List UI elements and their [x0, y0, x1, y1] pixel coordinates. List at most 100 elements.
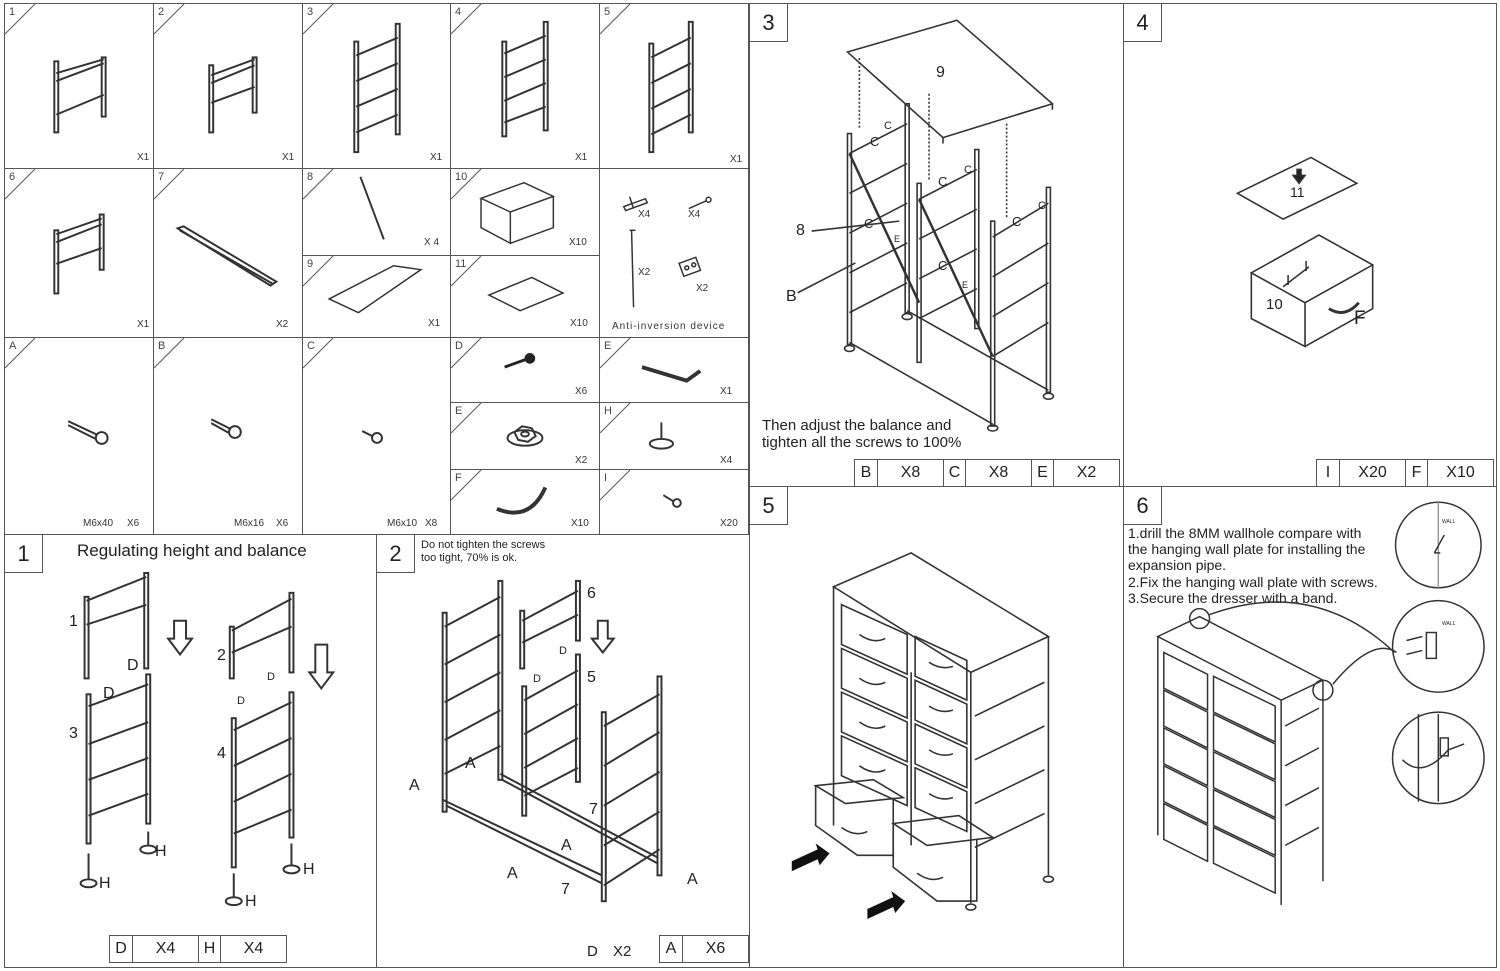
step-note-line-1: Do not tighten the screws [421, 539, 546, 551]
hardware-code: C [307, 340, 315, 352]
foot-label: H [303, 861, 315, 878]
screw-label: C [938, 258, 948, 273]
anti-inversion-panel: X4 X4 X2 X2 Anti-inversion device [599, 168, 749, 338]
nut-label: E [962, 280, 969, 290]
part-qty: X1 [137, 152, 150, 163]
corner-tick [450, 402, 482, 434]
part-qty: X2 [276, 319, 289, 330]
corner-tick [599, 3, 631, 35]
corner-tick [302, 168, 334, 200]
step-title: Regulating height and balance [77, 541, 307, 560]
hardware-qty: X4 [720, 455, 733, 466]
corner-tick [4, 337, 36, 369]
hardware-code-cell: F [1405, 460, 1427, 486]
hardware-qty-cell: X8 [965, 460, 1031, 486]
part-label: 3 [69, 725, 78, 742]
hardware-C-panel: C M6x10 X8 [302, 337, 451, 535]
corner-tick [302, 337, 334, 369]
part-label: 5 [587, 669, 596, 686]
screw-label: D [237, 695, 245, 707]
hardware-qty-cell: X10 [1427, 460, 1493, 486]
hardware-qty: X6 [276, 518, 289, 529]
hardware-size: M6x10 [387, 518, 418, 529]
corner-tick [599, 402, 631, 434]
allen-key-icon [641, 365, 702, 383]
short-bolt-icon [361, 430, 383, 444]
hardware-code-cell: D [115, 940, 127, 957]
part-7-panel: 7 X2 [153, 168, 303, 338]
hardware-qty: X6 [575, 386, 588, 397]
wood-screw-icon [504, 353, 536, 369]
instruction-line-3: expansion pipe. [1128, 557, 1227, 573]
side-frame-short-icon [53, 213, 105, 295]
hardware-code-cell: E [1031, 460, 1053, 486]
part-number: 7 [158, 171, 165, 183]
part-11-panel: 11 X10 [450, 255, 600, 338]
part-1-panel: 1 X1 [4, 3, 154, 169]
hardware-B-panel: B M6x16 X6 [153, 337, 303, 535]
part-label: 8 [796, 222, 805, 239]
hardware-code: B [158, 340, 166, 352]
plate-qty: X2 [696, 283, 709, 294]
hardware-qty: X1 [720, 386, 733, 397]
step-6-panel: 6 1.drill the 8MM wallhole compare with … [1123, 486, 1497, 968]
corner-tick [450, 3, 482, 35]
hardware-code: A [9, 340, 17, 352]
side-frame-short-icon [53, 56, 107, 134]
step-1-panel: 1 Regulating height and balance [4, 534, 377, 968]
table-qty: X2 [613, 943, 632, 960]
part-3-panel: 3 X1 [302, 3, 451, 169]
screw-qty: X4 [688, 209, 701, 220]
corner-tick [450, 168, 482, 200]
fabric-drawer-icon [479, 181, 556, 245]
hardware-code: E [455, 405, 463, 417]
corner-tick [450, 255, 482, 287]
part-label: 11 [1290, 184, 1305, 200]
bolt-label: A [507, 865, 518, 882]
screw-label: D [267, 671, 275, 683]
part-qty: X 4 [424, 237, 440, 248]
hardware-qty: X20 [720, 518, 738, 529]
part-number: 6 [9, 171, 16, 183]
bolt-label: A [687, 871, 698, 888]
table-code: D [587, 943, 598, 960]
part-qty: X1 [137, 319, 150, 330]
screw-label: C [870, 134, 880, 149]
step-4-hardware-table: I X20 F X10 [1316, 459, 1494, 487]
corner-tick [4, 3, 36, 35]
part-label: 7 [589, 801, 598, 818]
hardware-qty: X10 [571, 518, 589, 529]
step-note-line-2: too tight, 70% is ok. [421, 552, 517, 564]
part-number: 8 [307, 171, 314, 183]
corner-tick [599, 337, 631, 369]
hardware-qty-cell: X4 [220, 936, 286, 962]
part-8-panel: 8 X 4 [302, 168, 451, 256]
part-number: 9 [307, 258, 314, 270]
hardware-qty-cell: X4 [132, 936, 198, 962]
hardware-H-panel: H X4 [599, 402, 749, 470]
corner-tick [302, 3, 334, 35]
part-number: 4 [455, 6, 462, 18]
hex-nut-icon [506, 425, 544, 447]
part-number: 5 [604, 6, 611, 18]
wall-label: WALL [1442, 519, 1456, 525]
screw-label: C [884, 120, 892, 132]
screw-label: I [1304, 258, 1309, 275]
screw-label: D [533, 673, 541, 685]
screw-label: C [964, 164, 972, 176]
part-number: 3 [307, 6, 314, 18]
hardware-qty-cell: X20 [1339, 460, 1405, 486]
hardware-G-panel: E X1 [599, 337, 749, 403]
part-label: 2 [217, 647, 226, 664]
part-6-panel: 6 X1 [4, 168, 154, 338]
wall-anchor-illustration [1156, 501, 1485, 906]
part-5-panel: 5 X1 [599, 3, 749, 169]
bolt-label: A [561, 837, 572, 854]
part-qty: X1 [575, 152, 588, 163]
handle-label: F [1354, 308, 1366, 329]
step-5-panel: 5 [749, 486, 1124, 968]
instruction-line-4: 2.Fix the hanging wall plate with screws… [1128, 574, 1378, 590]
hardware-qty-cell: X8 [877, 460, 943, 486]
corner-tick [153, 3, 185, 35]
